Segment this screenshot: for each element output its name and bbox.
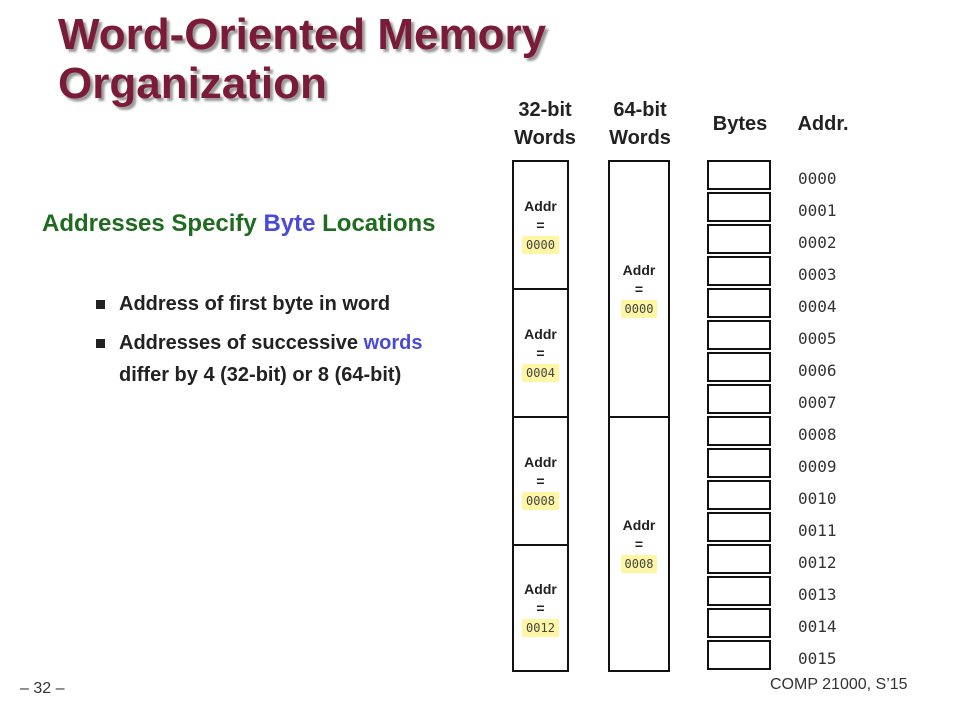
sub-bullet-text: Address of first byte in word	[119, 293, 391, 315]
word-32bit: Addr = 0008	[514, 418, 567, 546]
word-equals-label: =	[536, 472, 545, 489]
word-equals-label: =	[536, 344, 545, 361]
sub-bullet-highlight: words	[363, 332, 423, 354]
sub-bullet-list: Address of first byte in word Addresses …	[96, 288, 476, 398]
header-32bit-words: 32-bit Words	[500, 96, 590, 152]
header-bytes: Bytes	[712, 113, 768, 135]
words-64bit-column: Addr = 0000 Addr = 0008	[608, 160, 670, 672]
word-addr-value: 0012	[522, 618, 559, 637]
word-32bit: Addr = 0012	[514, 546, 567, 670]
word-addr-value: 0008	[522, 491, 559, 510]
byte-address-label: 0013	[798, 585, 837, 604]
byte-cell	[707, 192, 771, 222]
main-bullet-highlight: Byte	[263, 210, 316, 237]
header-64bit-line2: Words	[609, 127, 671, 149]
byte-cell	[707, 416, 771, 446]
byte-address-label: 0006	[798, 361, 837, 380]
byte-cell	[707, 640, 771, 670]
slide-title: Word-Oriented Memory Organization	[58, 10, 658, 108]
word-equals-label: =	[536, 599, 545, 616]
word-equals-label: =	[536, 216, 545, 233]
square-bullet-icon	[96, 339, 105, 348]
word-addr-label: Addr	[622, 261, 656, 278]
byte-cell	[707, 288, 771, 318]
word-addr-label: Addr	[524, 197, 557, 214]
byte-cell	[707, 352, 771, 382]
byte-address-label: 0010	[798, 489, 837, 508]
byte-address-label: 0009	[798, 457, 837, 476]
word-addr-label: Addr	[622, 516, 656, 533]
byte-cell	[707, 448, 771, 478]
header-32bit-line2: Words	[514, 127, 576, 149]
sub-bullet: Address of first byte in word	[96, 288, 476, 320]
byte-address-label: 0015	[798, 649, 837, 668]
byte-cell	[707, 224, 771, 254]
sub-bullet-text: Addresses of successive	[119, 332, 364, 354]
word-32bit: Addr = 0004	[514, 290, 567, 418]
byte-address-label: 0002	[798, 233, 837, 252]
word-addr-value: 0008	[620, 554, 658, 573]
word-addr-value: 0000	[620, 299, 658, 318]
byte-address-label: 0007	[798, 393, 837, 412]
word-64bit: Addr = 0000	[610, 162, 668, 418]
sub-bullet: Addresses of successive words differ by …	[96, 327, 476, 391]
word-addr-value: 0000	[522, 235, 559, 254]
byte-cell	[707, 256, 771, 286]
main-bullet-text: Addresses Specify	[42, 210, 264, 237]
sub-bullet-text-end: differ by 4 (32-bit) or 8 (64-bit)	[119, 364, 402, 386]
page-number: – 32 –	[20, 680, 65, 697]
header-64bit-words: 64-bit Words	[595, 96, 685, 152]
word-addr-label: Addr	[524, 580, 557, 597]
byte-address-label: 0008	[798, 425, 837, 444]
header-addr: Addr.	[797, 113, 849, 135]
byte-cell	[707, 608, 771, 638]
word-addr-label: Addr	[524, 325, 557, 342]
header-64bit-line1: 64-bit	[613, 99, 667, 121]
word-64bit: Addr = 0008	[610, 418, 668, 670]
main-bullet-text-end: Locations	[315, 210, 436, 237]
word-32bit: Addr = 0000	[514, 162, 567, 290]
byte-cell	[707, 576, 771, 606]
word-equals-label: =	[634, 280, 644, 297]
byte-address-label: 0001	[798, 201, 837, 220]
byte-address-label: 0012	[798, 553, 837, 572]
words-32bit-column: Addr = 0000 Addr = 0004 Addr = 0008 Addr…	[512, 160, 569, 672]
byte-cell	[707, 320, 771, 350]
word-equals-label: =	[634, 535, 644, 552]
header-32bit-line1: 32-bit	[518, 99, 572, 121]
byte-cell	[707, 384, 771, 414]
course-label: COMP 21000, S’15	[770, 676, 908, 693]
byte-cell	[707, 480, 771, 510]
byte-address-label: 0003	[798, 265, 837, 284]
byte-address-label: 0011	[798, 521, 837, 540]
byte-address-label: 0014	[798, 617, 837, 636]
byte-address-label: 0004	[798, 297, 837, 316]
main-bullet: Addresses Specify Byte Locations	[42, 206, 504, 241]
word-addr-label: Addr	[524, 453, 557, 470]
byte-address-label: 0000	[798, 169, 837, 188]
byte-cell	[707, 160, 771, 190]
word-addr-value: 0004	[522, 363, 559, 382]
byte-address-label: 0005	[798, 329, 837, 348]
byte-cell	[707, 512, 771, 542]
title-line-1: Word-Oriented Memory	[58, 10, 547, 59]
square-bullet-icon	[96, 300, 105, 309]
byte-cell	[707, 544, 771, 574]
title-line-2: Organization	[58, 59, 327, 108]
